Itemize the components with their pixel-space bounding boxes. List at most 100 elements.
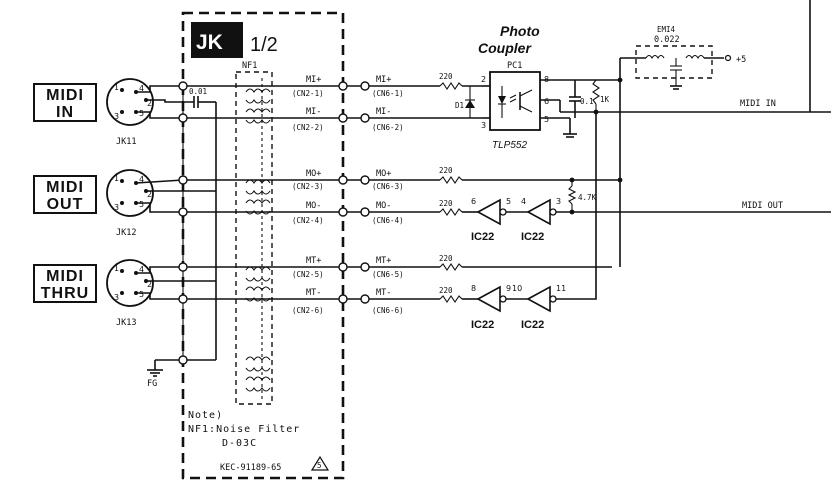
- din-pin-label: 5: [139, 290, 144, 299]
- signal-cn6: (CN6-2): [372, 123, 404, 132]
- resistor-value: 220: [439, 199, 453, 208]
- filter-coil-fg: [245, 356, 271, 392]
- midi-out-port: MIDI OUT JK12: [33, 169, 154, 238]
- inverter-pin: 6: [471, 197, 476, 206]
- jk-block: JK 1/2 Note) NF1:Noise Filter D-03C KEC-…: [181, 11, 345, 480]
- din-pin-label: 4: [139, 84, 144, 93]
- port-box-midi-in: [33, 83, 97, 122]
- din-jack-icon: [106, 78, 154, 126]
- port-label-line1: MIDI: [46, 179, 84, 196]
- photo-coupler: Photo Coupler PC1 2 3 8 6 5 TLP552 D1: [455, 23, 831, 151]
- inverter-pin: 3: [556, 197, 561, 206]
- port-box-midi-thru: [33, 264, 97, 303]
- signal-cn6-name: MI-: [376, 107, 391, 117]
- port-label-line2: THRU: [41, 285, 89, 302]
- inverter-pin: 4: [521, 197, 526, 206]
- din-pin-label: 4: [139, 265, 144, 274]
- signal-cn6: (CN6-5): [372, 270, 404, 279]
- resistor-icon: [439, 176, 463, 184]
- signal-cn2: (CN2-1): [292, 89, 324, 98]
- block-code: KEC-91189-65: [220, 463, 281, 473]
- inverter-icon: [476, 285, 501, 313]
- jack-ref: JK11: [116, 137, 136, 147]
- midi-thru-driver: 8 9 10 11 IC22 IC22: [471, 109, 599, 331]
- signal-name: MT-: [306, 288, 321, 298]
- coupler-pin: 3: [481, 121, 486, 130]
- coupler-part: TLP552: [492, 140, 527, 151]
- resistor-value: 220: [439, 286, 453, 295]
- din-pin-label: 1: [114, 264, 119, 273]
- midi-out-output-label: MIDI OUT: [742, 201, 783, 211]
- coupler-ref: PC1: [507, 61, 522, 71]
- din-pin-label: 5: [139, 200, 144, 209]
- coupler-res: 1K: [600, 95, 610, 104]
- jack-wiring: 0.01 FG: [135, 85, 217, 389]
- midi-out-driver: 6 5 4 3 IC22 IC22 MIDI OUT 4.7K: [471, 177, 831, 243]
- led-icon: [498, 96, 506, 104]
- diode-icon: [465, 100, 475, 108]
- coupler-body: [489, 71, 541, 131]
- resistor-value: 220: [439, 166, 453, 175]
- revision-mark: 5: [317, 461, 322, 470]
- note-line2: NF1:Noise Filter: [188, 424, 300, 435]
- jack-ref: JK12: [116, 228, 136, 238]
- port-label-line1: MIDI: [46, 268, 84, 285]
- signal-cn6-name: MO-: [376, 201, 391, 211]
- resistor-icon: [439, 263, 463, 271]
- signal-rows: MI+ (CN2-1) MI+ (CN6-1) MI- (CN2-2) MI- …: [178, 75, 440, 365]
- port-label-line2: IN: [56, 104, 74, 121]
- jk-title: JK: [196, 31, 223, 54]
- resistor-icon: [567, 185, 577, 205]
- din-pin-label: 1: [114, 174, 119, 183]
- resistor-icon: [439, 295, 463, 303]
- midi-thru-port: MIDI THRU JK13: [33, 259, 154, 328]
- din-pin-label: 5: [139, 109, 144, 118]
- inverter-icon: [476, 198, 501, 226]
- din-pin-label: 1: [114, 83, 119, 92]
- signal-cn2: (CN2-4): [292, 216, 324, 225]
- signal-cn6: (CN6-3): [372, 182, 404, 191]
- jack-ref: JK13: [116, 318, 136, 328]
- signal-name: MI+: [306, 75, 321, 85]
- signal-cn6-name: MT-: [376, 288, 391, 298]
- filter-coil-mi: [245, 88, 271, 124]
- signal-cn6-name: MT+: [376, 256, 391, 266]
- signal-cn2: (CN2-6): [292, 306, 324, 315]
- signal-cn6: (CN6-6): [372, 306, 404, 315]
- coupler-pin: 6: [544, 97, 549, 106]
- emi-supply: +5: [736, 55, 746, 65]
- coupler-cap: 0.1: [580, 97, 594, 106]
- inverter-icon: [526, 198, 551, 226]
- noise-filter-border: [235, 71, 273, 405]
- coupler-pin: 2: [481, 75, 486, 84]
- midi-in-output-label: MIDI IN: [740, 99, 776, 109]
- signal-name: MO-: [306, 201, 321, 211]
- port-box-midi-out: [33, 175, 97, 214]
- note-line3: D-03C: [222, 438, 257, 449]
- emi-filter-border: [635, 45, 713, 79]
- filter-coil-mo: [245, 179, 271, 215]
- jk-sheet: 1/2: [250, 34, 278, 56]
- resistor-value: 220: [439, 254, 453, 263]
- din-pin-label: 2: [147, 280, 152, 289]
- coupler-title-line2: Coupler: [478, 40, 532, 56]
- coupler-pin: 5: [544, 115, 549, 124]
- signal-cn2: (CN2-5): [292, 270, 324, 279]
- signal-name: MT+: [306, 256, 321, 266]
- diode-ref: D1: [455, 101, 464, 110]
- inverter-pin: 5: [506, 197, 511, 206]
- ic-label: IC22: [471, 231, 494, 243]
- din-pin-label: 4: [139, 175, 144, 184]
- port-label-line2: OUT: [47, 196, 84, 213]
- coupler-title-line1: Photo: [500, 23, 540, 39]
- din-jack-icon: [106, 169, 154, 217]
- emi-ref: EMI4: [657, 25, 676, 34]
- din-pin-label: 2: [147, 190, 152, 199]
- signal-cn2: (CN2-3): [292, 182, 324, 191]
- signal-name: MO+: [306, 169, 321, 179]
- emi-filter: EMI4 0.022 +5: [617, 25, 746, 267]
- pullup-value: 4.7K: [578, 193, 597, 202]
- filter-coil-mt: [245, 266, 271, 302]
- din-pin-label: 2: [147, 99, 152, 108]
